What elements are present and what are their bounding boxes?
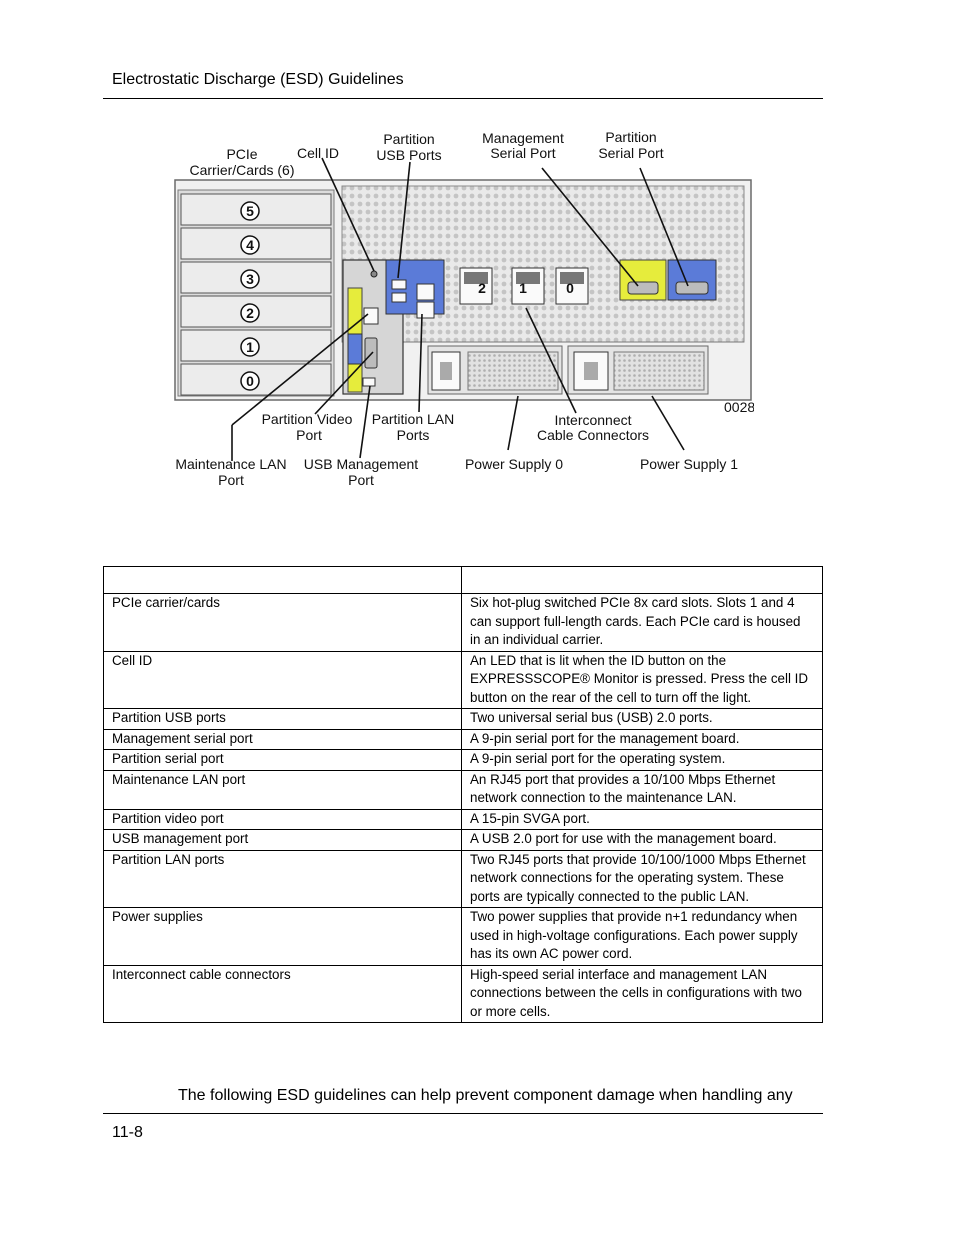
label-partition-lan-line2: Ports [397, 427, 430, 443]
interconnect-number-1: 1 [519, 280, 527, 296]
feature-description: Two universal serial bus (USB) 2.0 ports… [461, 708, 823, 730]
feature-description: A USB 2.0 port for use with the manageme… [461, 829, 823, 851]
label-pcie-line2: Carrier/Cards (6) [189, 162, 294, 178]
slot-number-0: 0 [246, 373, 254, 389]
label-partition-usb-line1: Partition [383, 131, 434, 147]
label-usb-mgmt-line1: USB Management [304, 456, 419, 472]
management-serial-connector [627, 281, 659, 295]
label-mgmt-serial-line1: Management [482, 130, 564, 146]
slot-number-3: 3 [246, 271, 254, 287]
feature-description: An LED that is lit when the ID button on… [461, 650, 823, 709]
pcie-carriers: 5 4 3 2 1 0 [177, 189, 335, 397]
feature-name: Cell ID [103, 650, 462, 709]
feature-description: Two power supplies that provide n+1 redu… [461, 907, 823, 966]
table-row: PCIe carrier/cards Six hot-plug switched… [103, 593, 823, 652]
power-supply-1 [567, 345, 709, 395]
partition-usb-port-2 [391, 292, 407, 303]
table-row: Maintenance LAN port An RJ45 port that p… [103, 769, 823, 810]
table-row: Partition USB ports Two universal serial… [103, 708, 823, 730]
power-supply-0 [427, 345, 563, 395]
feature-name: Partition serial port [103, 749, 462, 771]
rear-panel-features-table: PCIe carrier/cards Six hot-plug switched… [103, 566, 823, 1023]
label-partition-lan-line1: Partition LAN [372, 411, 454, 427]
feature-name: Power supplies [103, 907, 462, 966]
body-paragraph: The following ESD guidelines can help pr… [178, 1087, 793, 1104]
partition-usb-port-1 [391, 279, 407, 290]
partition-lan-jack-1 [416, 283, 435, 301]
footer-rule [103, 1113, 823, 1114]
callout-leader-lines [231, 157, 689, 461]
interconnect-number-0: 0 [566, 280, 574, 296]
label-usb-mgmt-line2: Port [348, 472, 374, 488]
label-interconnect-line2: Cable Connectors [537, 427, 649, 443]
feature-name: USB management port [103, 829, 462, 851]
page-header-title: Electrostatic Discharge (ESD) Guidelines [112, 71, 404, 88]
feature-name: Interconnect cable connectors [103, 964, 462, 1023]
label-pcie-line1: PCIe [226, 146, 257, 162]
feature-description: High-speed serial interface and manageme… [461, 964, 823, 1023]
slot-number-2: 2 [246, 305, 254, 321]
feature-description: A 15-pin SVGA port. [461, 808, 823, 830]
table-header-cell-feature [103, 566, 462, 594]
label-partition-video-line2: Port [296, 427, 322, 443]
table-row: Partition serial port A 9-pin serial por… [103, 749, 823, 771]
label-mgmt-serial-line2: Serial Port [490, 145, 555, 161]
interconnect-connectors: 2 1 0 [459, 267, 589, 305]
rear-panel-diagram: 5 4 3 2 1 0 2 1 0 [174, 129, 754, 488]
feature-name: Partition video port [103, 808, 462, 830]
feature-description: A 9-pin serial port for the management b… [461, 728, 823, 750]
slot-number-5: 5 [246, 203, 254, 219]
label-power-supply-0: Power Supply 0 [465, 456, 563, 472]
label-partition-serial-line2: Serial Port [598, 145, 663, 161]
feature-name: Management serial port [103, 728, 462, 750]
page-number: 11-8 [112, 1124, 143, 1141]
maintenance-lan-jack [363, 307, 379, 325]
serial-ports [619, 259, 717, 301]
table-header-cell-description [461, 566, 823, 594]
table-row: Partition video port A 15-pin SVGA port. [103, 808, 823, 830]
feature-name: Partition LAN ports [103, 849, 462, 908]
table-row: Management serial port A 9-pin serial po… [103, 728, 823, 750]
video-port-strip [347, 333, 363, 365]
feature-description: A 9-pin serial port for the operating sy… [461, 749, 823, 771]
label-interconnect-line1: Interconnect [554, 412, 631, 428]
feature-description: An RJ45 port that provides a 10/100 Mbps… [461, 769, 823, 810]
interconnect-number-2: 2 [478, 280, 486, 296]
table-row: USB management port A USB 2.0 port for u… [103, 829, 823, 851]
management-board [342, 259, 445, 395]
cell-rear-panel-figure: 5 4 3 2 1 0 2 1 0 [172, 128, 754, 488]
callout-labels: PCIe Carrier/Cards (6) Cell ID Partition… [175, 129, 738, 488]
label-partition-serial-line1: Partition [605, 129, 656, 145]
label-partition-usb-line2: USB Ports [376, 147, 441, 163]
feature-name: PCIe carrier/cards [103, 593, 462, 652]
table-row: Partition LAN ports Two RJ45 ports that … [103, 849, 823, 908]
label-partition-video-line1: Partition Video [262, 411, 353, 427]
table-header-row [103, 566, 823, 594]
header-rule [103, 98, 823, 99]
slot-number-4: 4 [246, 237, 254, 253]
cell-id-led [370, 270, 378, 278]
table-row: Power supplies Two power supplies that p… [103, 907, 823, 966]
table-row: Interconnect cable connectors High-speed… [103, 964, 823, 1023]
table-row: Cell ID An LED that is lit when the ID b… [103, 650, 823, 709]
feature-name: Partition USB ports [103, 708, 462, 730]
partition-lan-jack-2 [416, 301, 435, 319]
figure-id: 002828 [724, 399, 754, 415]
label-maint-lan-line1: Maintenance LAN [175, 456, 286, 472]
slot-number-1: 1 [246, 339, 254, 355]
label-cell-id: Cell ID [297, 145, 339, 161]
label-power-supply-1: Power Supply 1 [640, 456, 738, 472]
usb-management-connector [362, 377, 376, 387]
partition-serial-connector [675, 281, 709, 295]
label-maint-lan-line2: Port [218, 472, 244, 488]
feature-description: Six hot-plug switched PCIe 8x card slots… [461, 593, 823, 652]
feature-description: Two RJ45 ports that provide 10/100/1000 … [461, 849, 823, 908]
feature-name: Maintenance LAN port [103, 769, 462, 810]
